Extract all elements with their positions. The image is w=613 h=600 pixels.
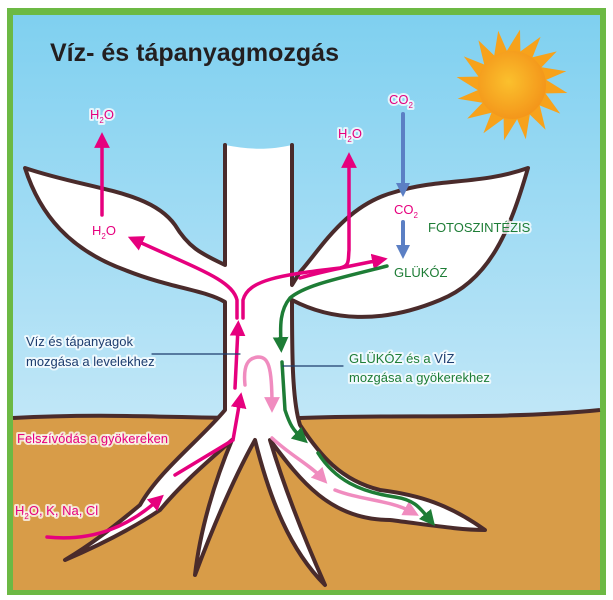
co2-label-leaf: CO2	[394, 202, 419, 220]
plant-outline	[23, 143, 530, 587]
up-movement-label-line2: mozgása a levelekhez	[26, 354, 155, 369]
sun-icon	[456, 29, 568, 141]
down-movement-label-line1: GLÜKÓZ és a VÍZ	[349, 351, 455, 366]
sun-ray	[540, 76, 568, 94]
glucose-root-arrow	[316, 451, 436, 527]
root-sugar-arrow-upper	[270, 436, 328, 484]
glucose-label: GLÜKÓZ	[394, 265, 448, 280]
return-flow-arrow	[242, 355, 280, 413]
nutrients-label: H2O, K, Na, Cl	[15, 503, 98, 521]
water-to-left-leaf-arrow	[127, 236, 239, 320]
soil	[13, 410, 600, 590]
root-water-arrow-lower	[45, 494, 164, 540]
glucose-stem-arrow	[280, 360, 308, 444]
sun-ray	[503, 113, 521, 141]
absorption-label: Felszívódás a gyökereken	[17, 431, 168, 446]
h2o-label-right: H2O	[338, 126, 362, 144]
h2o-label-top-left: H2O	[90, 107, 114, 125]
sun-ray	[503, 29, 521, 57]
up-movement-label-line1: Víz és tápanyagok	[26, 334, 133, 349]
co2-label-top: CO2	[389, 92, 414, 110]
root-water-arrow-upper	[173, 392, 247, 477]
water-to-right-leaf-arrow	[298, 253, 388, 280]
down-movement-label-line2: mozgása a gyökerekhez	[349, 370, 490, 385]
sun-ray	[456, 76, 484, 94]
sun-disc	[478, 51, 546, 119]
page-title: Víz- és tápanyagmozgás	[50, 39, 339, 67]
h2o-label-left-leaf: H2O	[92, 223, 116, 241]
photosynthesis-label: FOTOSZINTÉZIS	[428, 220, 531, 235]
glucose-down-arrow	[272, 264, 389, 353]
stem-water-arrow	[229, 320, 246, 390]
root-sugar-arrow-lower	[333, 488, 419, 516]
